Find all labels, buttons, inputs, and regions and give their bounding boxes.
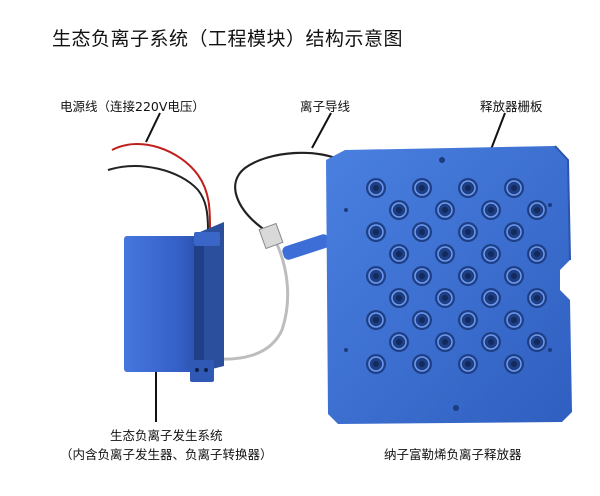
power-cord-black (107, 165, 209, 231)
emitter-hole (504, 310, 524, 330)
emitter-hole (366, 310, 386, 330)
emitter-hole (389, 288, 409, 308)
release-grid-leader (489, 112, 506, 153)
emitter-hole (435, 332, 455, 352)
releaser-label: 纳子富勒烯负离子释放器 (384, 447, 522, 462)
emitter-hole (527, 332, 547, 352)
emitter-hole (481, 288, 501, 308)
emitter-hole (504, 222, 524, 242)
emitter-hole (481, 332, 501, 352)
emitter-hole (458, 354, 478, 374)
power-cord-red (111, 143, 211, 229)
emitter-hole (389, 244, 409, 264)
wire-connector-plug (282, 234, 330, 260)
ion-wire-label: 离子导线 (300, 99, 351, 114)
emitter-hole (458, 266, 478, 286)
emitter-hole (527, 288, 547, 308)
emitter-hole (366, 222, 386, 242)
ion-wire-black (234, 151, 345, 241)
emitter-hole-grid (366, 178, 547, 374)
releaser-plate (326, 145, 572, 424)
generator-box (124, 222, 224, 382)
emitter-hole (504, 178, 524, 198)
emitter-hole (504, 354, 524, 374)
emitter-hole (458, 178, 478, 198)
release-grid-label: 释放器栅板 (480, 99, 543, 114)
emitter-hole (458, 310, 478, 330)
diagram-title: 生态负离子系统（工程模块）结构示意图 (52, 28, 404, 50)
emitter-hole (389, 332, 409, 352)
ion-wire-leader (311, 112, 332, 149)
generator-label-line1: 生态负离子发生系统 (110, 428, 223, 443)
generator-label-line2: （内含负离子发生器、负离子转换器） (60, 447, 273, 462)
white-wire (205, 241, 290, 361)
power-cord-leader (145, 112, 161, 143)
emitter-hole (366, 354, 386, 374)
emitter-hole (435, 200, 455, 220)
emitter-hole (412, 310, 432, 330)
emitter-hole (527, 200, 547, 220)
emitter-hole (389, 200, 409, 220)
emitter-hole (504, 266, 524, 286)
emitter-hole (412, 354, 432, 374)
emitter-hole (481, 244, 501, 264)
emitter-hole (435, 288, 455, 308)
emitter-hole (366, 178, 386, 198)
emitter-hole (481, 200, 501, 220)
wire-connector-sleeve (258, 222, 284, 250)
emitter-hole (435, 244, 455, 264)
emitter-hole (412, 222, 432, 242)
emitter-hole (458, 222, 478, 242)
power-cord-label: 电源线（连接220V电压） (60, 99, 205, 114)
emitter-hole (412, 266, 432, 286)
emitter-hole (527, 244, 547, 264)
emitter-hole (412, 178, 432, 198)
emitter-hole (366, 266, 386, 286)
